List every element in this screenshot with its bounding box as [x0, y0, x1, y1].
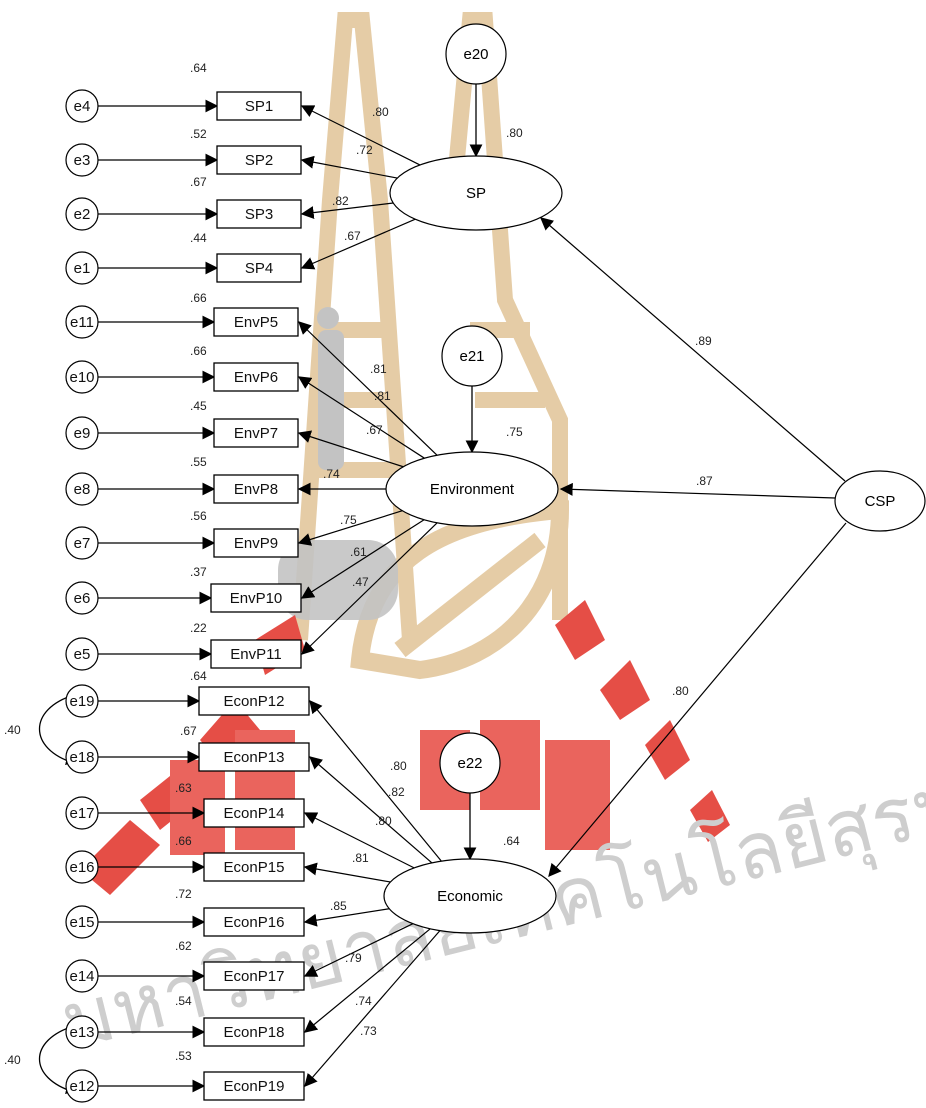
loading-SP4-coef: .67 — [344, 229, 361, 243]
indicator-SP1-label: SP1 — [245, 98, 273, 115]
loading-arrow-EconP15 — [305, 867, 390, 882]
loading-EnvP11-coef: .47 — [352, 575, 369, 589]
indicator-SP4-r2: .44 — [190, 231, 207, 245]
error-e18-label: e18 — [69, 749, 94, 766]
error-e14-label: e14 — [69, 968, 94, 985]
indicator-SP3-label: SP3 — [245, 206, 273, 223]
loading-arrow-EconP13 — [310, 757, 432, 863]
loading-EconP18-coef: .74 — [355, 994, 372, 1008]
indicator-EconP13-r2: .67 — [180, 724, 197, 738]
indicator-SP3-r2: .67 — [190, 175, 207, 189]
error-e7-label: e7 — [74, 535, 91, 552]
r2-sp-label: .80 — [506, 126, 523, 140]
indicator-EnvP5-r2: .66 — [190, 291, 207, 305]
disturbance-e21-label: e21 — [459, 348, 484, 365]
indicator-EnvP11-r2: .22 — [190, 621, 207, 635]
loading-SP3-coef: .82 — [332, 194, 349, 208]
loading-EconP13-coef: .82 — [388, 785, 405, 799]
covariance-e13-e12-coef: .40 — [4, 1053, 21, 1067]
indicator-SP4-label: SP4 — [245, 260, 273, 277]
indicator-EconP13-label: EconP13 — [224, 749, 285, 766]
error-e11-label: e11 — [70, 314, 94, 331]
error-e17-label: e17 — [69, 805, 94, 822]
path-csp-to-economic-coef: .80 — [672, 684, 689, 698]
indicator-SP1-r2: .64 — [190, 61, 207, 75]
indicator-EconP15-r2: .66 — [175, 834, 192, 848]
r2-environment-label: .75 — [506, 425, 523, 439]
indicator-EnvP6-r2: .66 — [190, 344, 207, 358]
indicator-EnvP7-label: EnvP7 — [234, 425, 278, 442]
latent-sp-label: SP — [466, 185, 486, 202]
loading-EconP15-coef: .81 — [352, 851, 369, 865]
indicator-SP2-label: SP2 — [245, 152, 273, 169]
error-e19-label: e19 — [69, 693, 94, 710]
error-e16-label: e16 — [69, 859, 94, 876]
indicator-EnvP8-r2: .55 — [190, 455, 207, 469]
indicator-EconP14-label: EconP14 — [224, 805, 285, 822]
indicator-EconP19-r2: .53 — [175, 1049, 192, 1063]
error-e13-label: e13 — [69, 1024, 94, 1041]
loading-EconP19-coef: .73 — [360, 1024, 377, 1038]
path-csp-to-sp-coef: .89 — [695, 334, 712, 348]
loading-EnvP10-coef: .61 — [350, 545, 367, 559]
indicator-EconP16-r2: .72 — [175, 887, 192, 901]
error-e4-label: e4 — [74, 98, 91, 115]
indicator-EnvP8-label: EnvP8 — [234, 481, 278, 498]
path-csp-to-sp — [541, 218, 845, 481]
loading-EnvP7-coef: .67 — [366, 423, 383, 437]
indicator-EconP14-r2: .63 — [175, 781, 192, 795]
error-e15-label: e15 — [69, 914, 94, 931]
loading-SP1-coef: .80 — [372, 105, 389, 119]
indicator-EconP12-label: EconP12 — [224, 693, 285, 710]
indicator-EconP12-r2: .64 — [190, 669, 207, 683]
disturbance-e20-label: e20 — [463, 46, 488, 63]
indicator-EnvP5-label: EnvP5 — [234, 314, 278, 331]
loading-EnvP5-coef: .81 — [370, 362, 387, 376]
indicator-EconP16-label: EconP16 — [224, 914, 285, 931]
indicator-EconP17-r2: .62 — [175, 939, 192, 953]
loading-EconP16-coef: .85 — [330, 899, 347, 913]
indicator-EnvP6-label: EnvP6 — [234, 369, 278, 386]
error-e10-label: e10 — [69, 369, 94, 386]
r2-economic-label: .64 — [503, 834, 520, 848]
indicator-EnvP7-r2: .45 — [190, 399, 207, 413]
loading-EconP17-coef: .79 — [345, 951, 362, 965]
loading-EnvP9-coef: .75 — [340, 513, 357, 527]
covariance-e19-e18-coef: .40 — [4, 723, 21, 737]
latent-csp-label: CSP — [865, 493, 896, 510]
error-e8-label: e8 — [74, 481, 91, 498]
indicator-EconP19-label: EconP19 — [224, 1078, 285, 1095]
path-csp-to-environment-coef: .87 — [696, 474, 713, 488]
error-e2-label: e2 — [74, 206, 91, 223]
indicator-EnvP10-r2: .37 — [190, 565, 207, 579]
indicator-EconP17-label: EconP17 — [224, 968, 285, 985]
indicator-EnvP10-label: EnvP10 — [230, 590, 283, 607]
error-e9-label: e9 — [74, 425, 91, 442]
loading-EnvP6-coef: .81 — [374, 389, 391, 403]
loading-EnvP8-coef: .74 — [323, 467, 340, 481]
error-e5-label: e5 — [74, 646, 91, 663]
latent-economic-label: Economic — [437, 888, 503, 905]
indicator-EnvP9-label: EnvP9 — [234, 535, 278, 552]
loading-EconP14-coef: .80 — [375, 814, 392, 828]
disturbance-e22-label: e22 — [457, 755, 482, 772]
loading-arrow-SP4 — [302, 219, 415, 268]
loading-EconP12-coef: .80 — [390, 759, 407, 773]
indicator-EnvP9-r2: .56 — [190, 509, 207, 523]
error-e6-label: e6 — [74, 590, 91, 607]
indicator-EconP15-label: EconP15 — [224, 859, 285, 876]
error-e1-label: e1 — [74, 260, 91, 277]
path-csp-to-environment — [561, 489, 835, 498]
indicator-EconP18-r2: .54 — [175, 994, 192, 1008]
indicator-SP2-r2: .52 — [190, 127, 207, 141]
loading-SP2-coef: .72 — [356, 143, 373, 157]
error-e3-label: e3 — [74, 152, 91, 169]
error-e12-label: e12 — [69, 1078, 94, 1095]
indicator-EconP18-label: EconP18 — [224, 1024, 285, 1041]
indicator-EnvP11-label: EnvP11 — [230, 646, 281, 663]
latent-environment-label: Environment — [430, 481, 515, 498]
